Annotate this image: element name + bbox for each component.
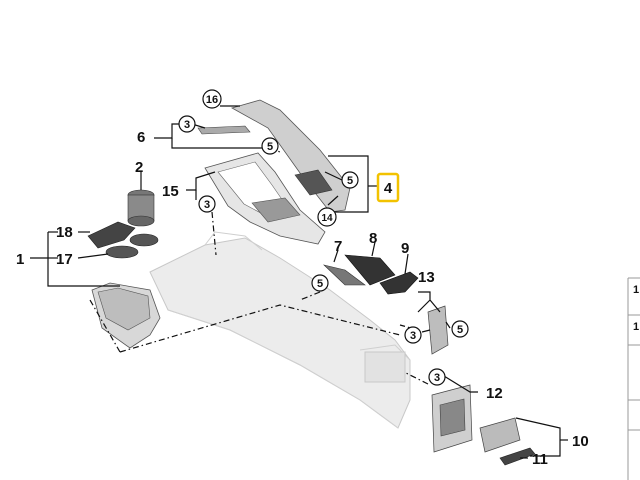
label-7[interactable]: 7	[334, 238, 342, 255]
svg-text:5: 5	[317, 278, 323, 290]
callout-4-highlighted[interactable]: 4	[376, 172, 400, 203]
insert-17[interactable]	[105, 233, 159, 259]
svg-text:3: 3	[184, 119, 190, 131]
trim-panel-4[interactable]	[230, 99, 351, 213]
cup-holder-2[interactable]	[127, 189, 155, 227]
label-15[interactable]: 15	[162, 183, 179, 200]
label-13[interactable]: 13	[418, 269, 435, 286]
callout-3-left[interactable]: 3	[198, 195, 216, 213]
vent-12[interactable]	[431, 384, 473, 453]
leader-lines	[30, 105, 568, 459]
svg-text:4: 4	[384, 180, 393, 197]
callout-5-mid[interactable]: 5	[311, 274, 329, 292]
bracket-13[interactable]	[427, 305, 449, 355]
callout-3-right[interactable]: 3	[404, 326, 422, 344]
callout-5-right[interactable]: 5	[341, 171, 359, 189]
callout-5-top[interactable]: 5	[261, 137, 279, 155]
svg-text:3: 3	[434, 372, 440, 384]
label-17[interactable]: 17	[56, 251, 73, 268]
label-11[interactable]: 11	[532, 451, 548, 468]
table-row-2: 1	[633, 321, 639, 333]
label-2[interactable]: 2	[135, 159, 143, 176]
callout-3-top[interactable]: 3	[178, 115, 196, 133]
svg-text:16: 16	[206, 94, 218, 106]
callout-16[interactable]: 16	[202, 89, 222, 109]
trim-panel-15[interactable]	[204, 152, 326, 245]
svg-text:5: 5	[267, 141, 273, 153]
part-8[interactable]	[344, 254, 396, 286]
label-8[interactable]: 8	[369, 230, 377, 247]
part-10[interactable]	[479, 417, 521, 453]
center-console-body[interactable]	[149, 231, 411, 429]
side-table: 1 1	[627, 277, 640, 480]
svg-text:5: 5	[347, 175, 353, 187]
label-6[interactable]: 6	[137, 129, 145, 146]
cupholder-tray[interactable]	[91, 282, 161, 349]
label-1[interactable]: 1	[16, 251, 24, 268]
strip-6[interactable]	[197, 125, 251, 135]
callout-5-far[interactable]: 5	[451, 320, 469, 338]
svg-text:3: 3	[204, 199, 210, 211]
callout-14[interactable]: 14	[317, 207, 337, 227]
table-row-1: 1	[633, 284, 639, 296]
svg-text:3: 3	[410, 330, 416, 342]
callout-3-bottom[interactable]: 3	[428, 368, 446, 386]
part-7[interactable]	[322, 264, 366, 286]
svg-text:5: 5	[457, 324, 463, 336]
label-10[interactable]: 10	[572, 433, 589, 450]
svg-text:14: 14	[321, 213, 333, 224]
label-12[interactable]: 12	[486, 385, 503, 402]
label-9[interactable]: 9	[401, 240, 409, 257]
label-18[interactable]: 18	[56, 224, 73, 241]
tray-mat-18[interactable]	[87, 221, 136, 249]
part-11[interactable]	[499, 447, 536, 466]
